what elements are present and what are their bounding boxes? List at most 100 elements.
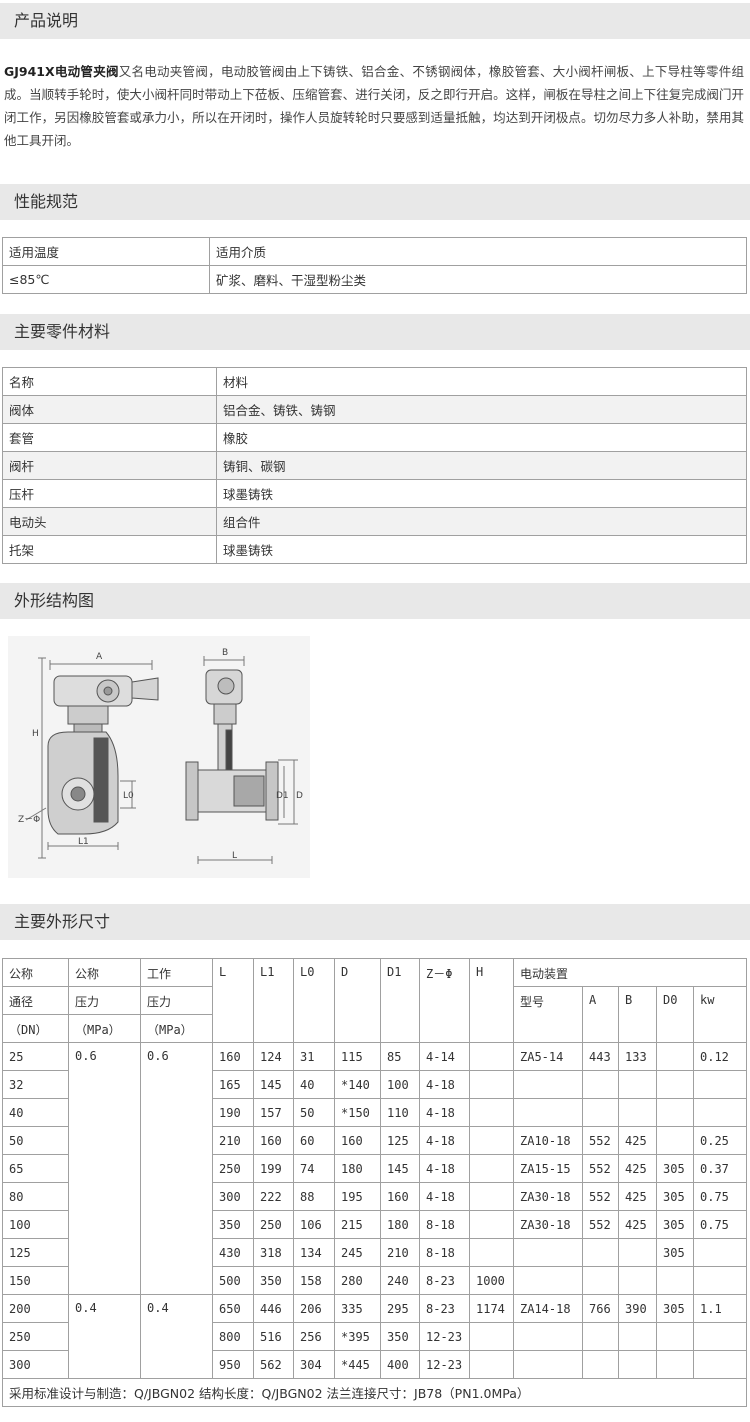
cell-drive-d0 xyxy=(656,1350,694,1379)
cell-h xyxy=(469,1070,514,1099)
cell-drive-model: ZA15-15 xyxy=(513,1154,583,1183)
section-header-description: 产品说明 xyxy=(0,3,750,39)
cell-drive-b xyxy=(618,1098,657,1127)
header-h: H xyxy=(469,958,514,1043)
cell-drive-b xyxy=(618,1322,657,1351)
cell-drive-d0: 305 xyxy=(656,1210,694,1239)
cell-d: 160 xyxy=(334,1126,381,1155)
cell-d1: 180 xyxy=(380,1210,420,1239)
cell-drive-kw: 0.12 xyxy=(693,1042,747,1071)
cell-l1: 446 xyxy=(253,1294,294,1323)
cell-drive-model xyxy=(513,1070,583,1099)
cell-drive-a: 552 xyxy=(582,1126,619,1155)
cell-drive-a xyxy=(582,1238,619,1267)
cell-z-phi: 8-18 xyxy=(419,1210,470,1239)
cell-d: 115 xyxy=(334,1042,381,1071)
cell-l1: 250 xyxy=(253,1210,294,1239)
cell-drive-model xyxy=(513,1266,583,1295)
cell-z-phi: 12-23 xyxy=(419,1322,470,1351)
part-material: 球墨铸铁 xyxy=(216,535,747,564)
header-pressure-3: （MPa） xyxy=(68,1014,141,1043)
cell-h xyxy=(469,1098,514,1127)
table-footer-row: 采用标准设计与制造：Q/JBGN02 结构长度：Q/JBGN02 法兰连接尺寸：… xyxy=(2,1378,747,1407)
cell-l0: 74 xyxy=(293,1154,335,1183)
cell-l0: 256 xyxy=(293,1322,335,1351)
cell-drive-kw: 0.37 xyxy=(693,1154,747,1183)
cell-l0: 50 xyxy=(293,1098,335,1127)
cell-d1: 100 xyxy=(380,1070,420,1099)
cell-l1: 318 xyxy=(253,1238,294,1267)
cell-l: 800 xyxy=(212,1322,254,1351)
cell-drive-b: 425 xyxy=(618,1210,657,1239)
cell-drive-a: 552 xyxy=(582,1182,619,1211)
cell-h xyxy=(469,1322,514,1351)
valve-drawing: A H L1 L0 Z－Φ B D1 D L xyxy=(18,648,303,864)
header-work-3: （MPa） xyxy=(140,1014,213,1043)
cell-d1: 350 xyxy=(380,1322,420,1351)
header-z-phi: Z－Φ xyxy=(419,958,470,1043)
cell-drive-kw: 0.75 xyxy=(693,1210,747,1239)
part-name: 电动头 xyxy=(2,507,217,536)
dimensions-table: 公称 公称 工作 L L1 L0 D D1 Z－Φ H 电动装置 通径 压力 压… xyxy=(2,958,747,1407)
cell-l: 650 xyxy=(212,1294,254,1323)
cell-z-phi: 8-23 xyxy=(419,1266,470,1295)
cell-z-phi: 8-18 xyxy=(419,1238,470,1267)
cell-z-phi: 8-23 xyxy=(419,1294,470,1323)
spec-medium: 矿浆、磨料、干湿型粉尘类 xyxy=(209,265,747,294)
cell-l0: 106 xyxy=(293,1210,335,1239)
cell-h xyxy=(469,1182,514,1211)
cell-drive-kw: 1.1 xyxy=(693,1294,747,1323)
cell-l1: 222 xyxy=(253,1182,294,1211)
table-header-row: （DN） （MPa） （MPa） xyxy=(2,1014,747,1043)
table-row: 阀体铝合金、铸铁、铸钢 xyxy=(2,395,747,424)
part-name: 阀体 xyxy=(2,395,217,424)
cell-dn: 80 xyxy=(2,1182,69,1211)
cell-l: 350 xyxy=(212,1210,254,1239)
product-model: GJ941X电动管夹阀 xyxy=(4,64,119,79)
cell-z-phi: 4-18 xyxy=(419,1154,470,1183)
header-pressure-2: 压力 xyxy=(68,986,141,1015)
cell-drive-d0 xyxy=(656,1322,694,1351)
cell-h xyxy=(469,1210,514,1239)
cell-pressure: 0.4 xyxy=(68,1294,141,1379)
cell-d1: 240 xyxy=(380,1266,420,1295)
cell-l0: 40 xyxy=(293,1070,335,1099)
cell-drive-model: ZA5-14 xyxy=(513,1042,583,1071)
cell-l: 430 xyxy=(212,1238,254,1267)
cell-z-phi: 12-23 xyxy=(419,1350,470,1379)
cell-d: 280 xyxy=(334,1266,381,1295)
part-material: 橡胶 xyxy=(216,423,747,452)
cell-l0: 60 xyxy=(293,1126,335,1155)
cell-h: 1174 xyxy=(469,1294,514,1323)
cell-drive-b: 425 xyxy=(618,1182,657,1211)
cell-d: 245 xyxy=(334,1238,381,1267)
cell-d1: 160 xyxy=(380,1182,420,1211)
cell-pressure: 0.6 xyxy=(68,1042,141,1295)
cell-d1: 400 xyxy=(380,1350,420,1379)
cell-d: 195 xyxy=(334,1182,381,1211)
cell-drive-a xyxy=(582,1266,619,1295)
header-l1: L1 xyxy=(253,958,294,1043)
header-work: 工作 xyxy=(140,958,213,987)
section-header-dimensions: 主要外形尺寸 xyxy=(0,904,750,940)
cell-h xyxy=(469,1350,514,1379)
cell-d1: 295 xyxy=(380,1294,420,1323)
cell-l1: 157 xyxy=(253,1098,294,1127)
table-row: 名称 材料 xyxy=(2,367,747,396)
dim-label-d: D xyxy=(296,791,303,801)
header-l0: L0 xyxy=(293,958,335,1043)
table-row: 托架球墨铸铁 xyxy=(2,535,747,564)
part-material: 组合件 xyxy=(216,507,747,536)
cell-l: 950 xyxy=(212,1350,254,1379)
header-nominal: 公称 xyxy=(2,958,69,987)
cell-drive-b: 425 xyxy=(618,1154,657,1183)
cell-drive-d0 xyxy=(656,1266,694,1295)
table-row: ≤85℃ 矿浆、磨料、干湿型粉尘类 xyxy=(2,265,747,294)
table-row: 套管橡胶 xyxy=(2,423,747,452)
